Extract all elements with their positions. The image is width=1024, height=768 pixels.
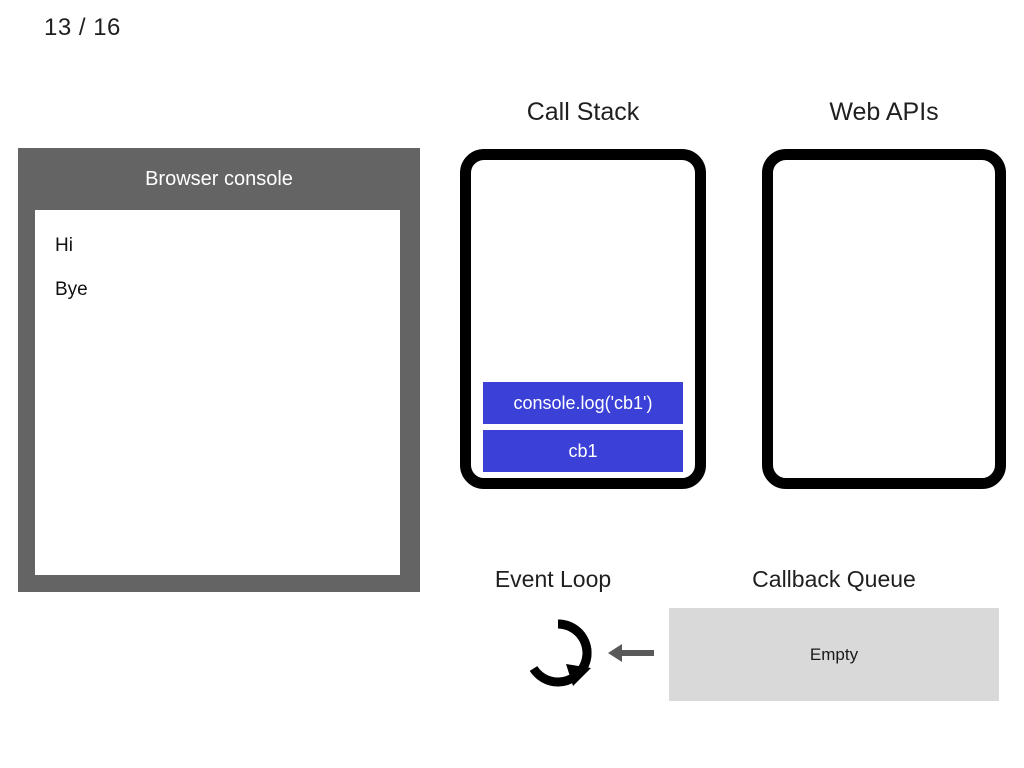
call-stack-heading: Call Stack: [526, 98, 640, 126]
callback-queue-status: Empty: [809, 644, 859, 664]
event-loop-heading: Event Loop: [494, 566, 612, 592]
call-stack-container: console.log('cb1') cb1: [460, 149, 706, 489]
web-apis-container: [762, 149, 1006, 489]
call-stack-frame: console.log('cb1'): [483, 382, 683, 424]
call-stack-frame-list: console.log('cb1') cb1: [471, 382, 695, 472]
web-apis-heading: Web APIs: [829, 98, 939, 126]
browser-console-title: Browser console: [145, 168, 293, 190]
callback-queue-container: Empty: [669, 608, 999, 701]
left-arrow-icon: [606, 640, 654, 666]
callback-queue-heading: Callback Queue: [752, 566, 916, 592]
console-log-line: Hi: [55, 235, 73, 256]
circular-arrow-icon: [521, 616, 595, 690]
slide-counter: 13 / 16: [44, 14, 121, 41]
browser-console-output: Hi Bye: [35, 210, 400, 575]
console-log-line: Bye: [55, 279, 88, 300]
browser-console-panel: Browser console Hi Bye: [18, 148, 420, 592]
call-stack-frame: cb1: [483, 430, 683, 472]
